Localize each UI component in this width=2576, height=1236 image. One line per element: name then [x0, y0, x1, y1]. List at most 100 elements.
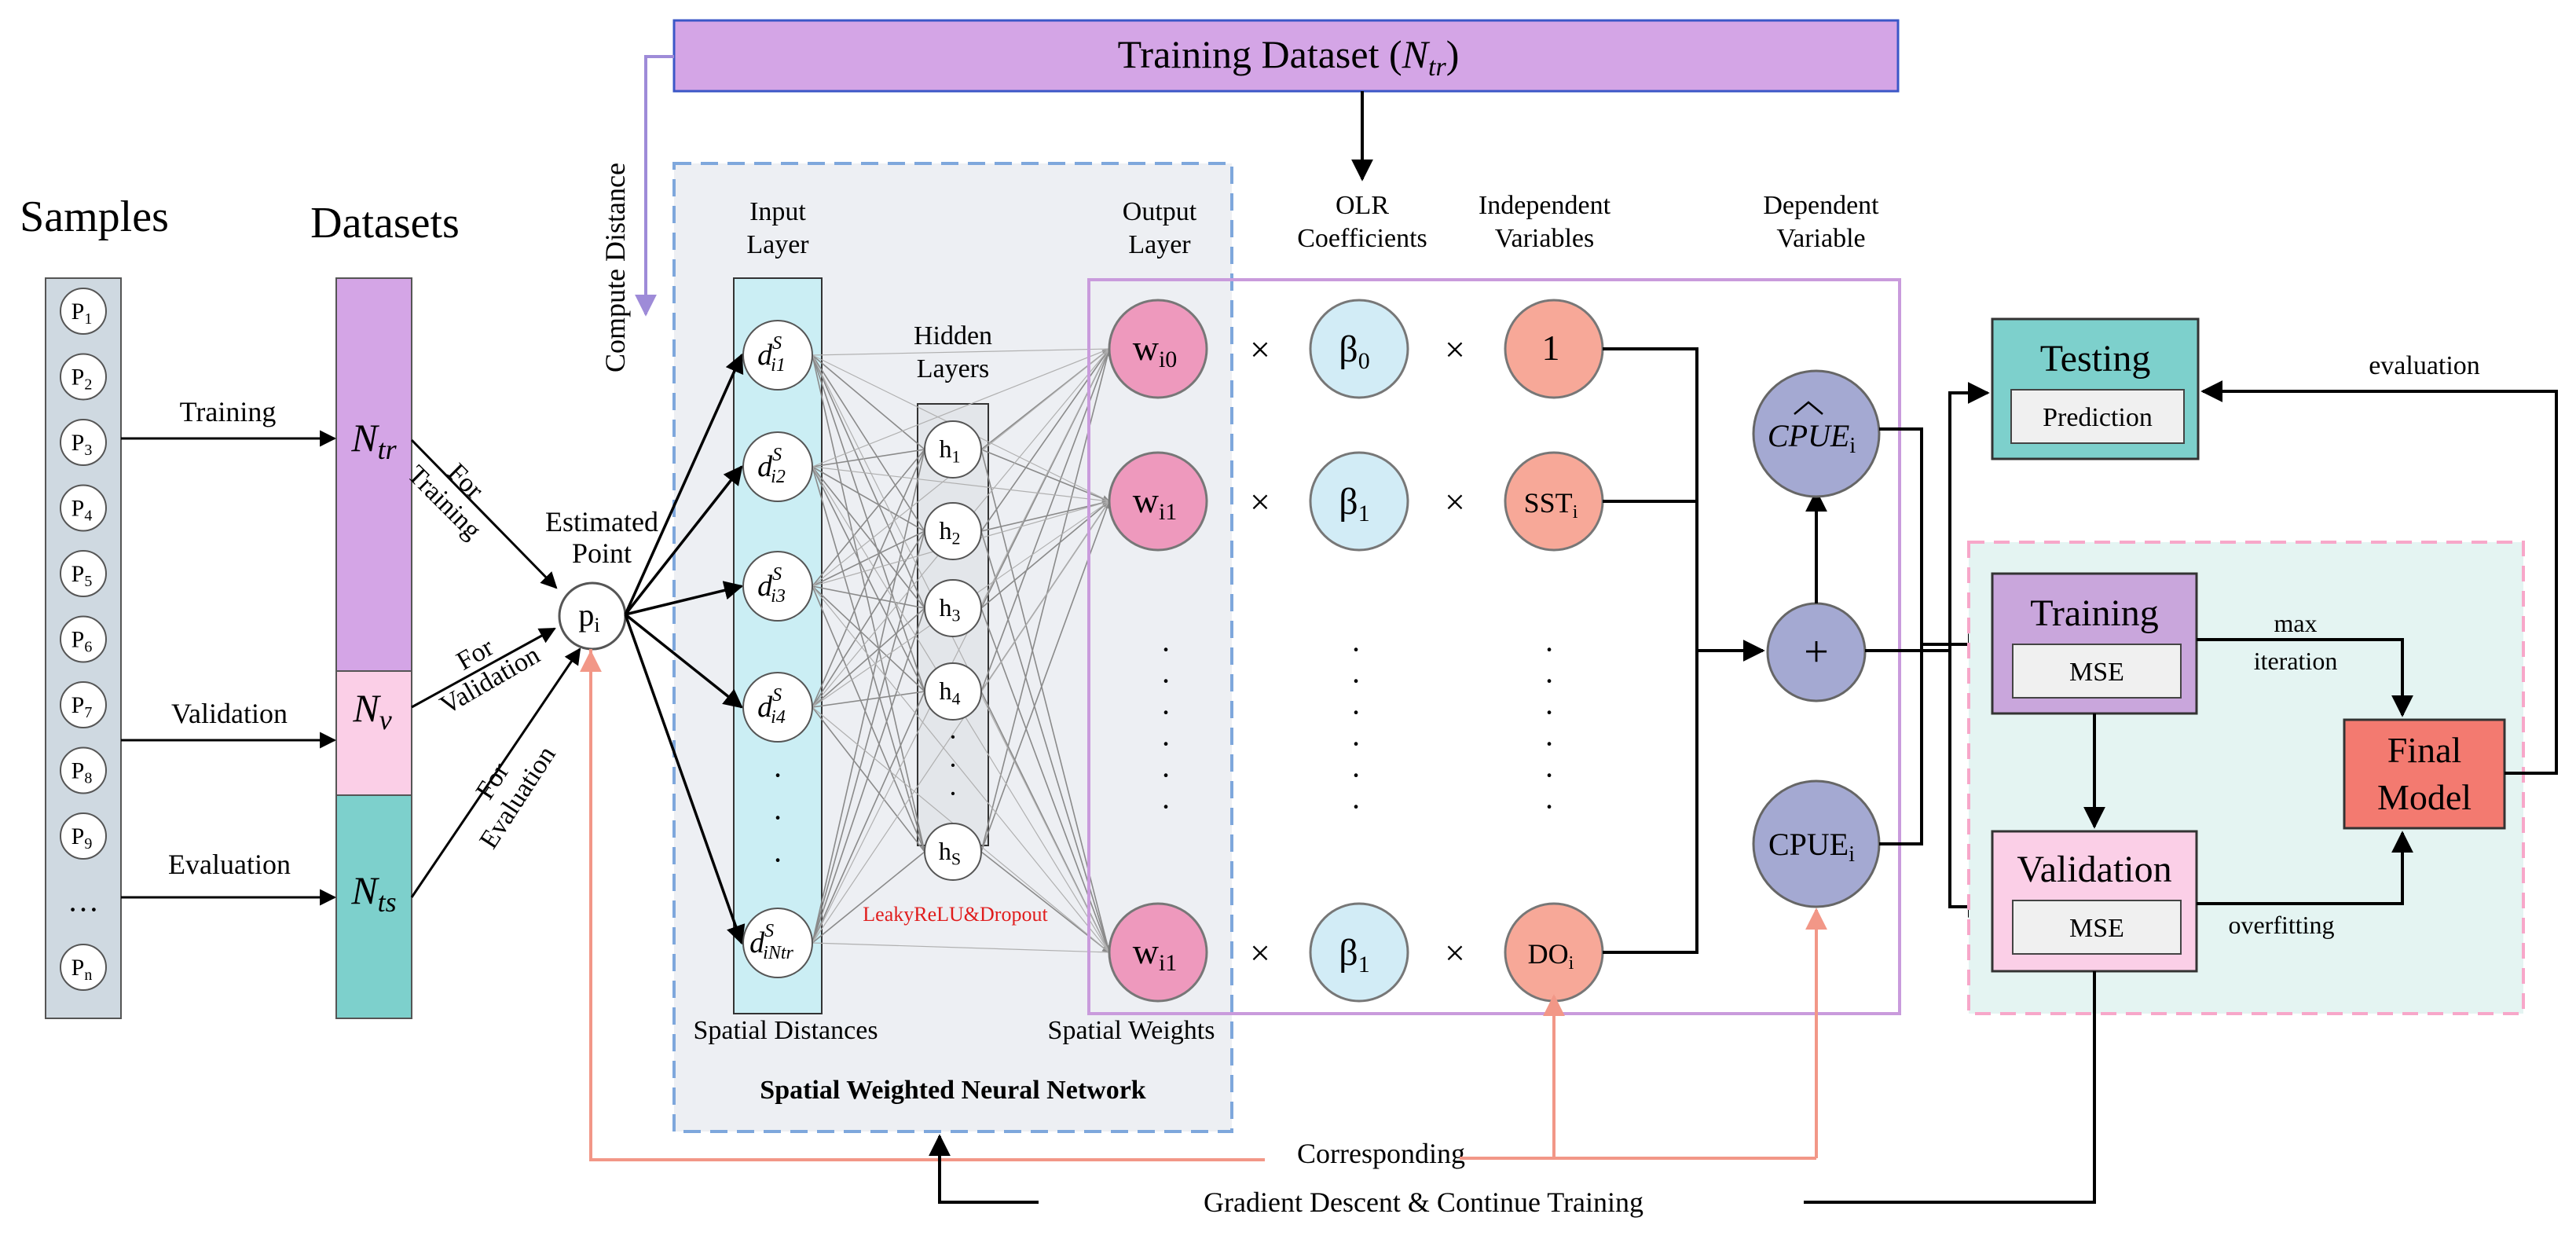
nn-connections: [812, 348, 1112, 953]
prediction-label: Prediction: [2043, 403, 2153, 432]
beta-label: β0: [1339, 328, 1369, 374]
svg-text:·: ·: [1350, 632, 1361, 667]
cpue-label: CPUEi: [1768, 827, 1855, 867]
sample-label: P3: [71, 430, 93, 459]
weight-label: wi0: [1133, 328, 1178, 372]
for-validation-label: ForValidation: [420, 614, 545, 721]
times-symbol: ×: [1250, 933, 1270, 973]
sample-label: P7: [71, 692, 93, 721]
variable-label: 1: [1542, 328, 1560, 368]
hidden-node: h2: [924, 502, 982, 560]
hidden-node: h3: [924, 579, 982, 637]
hidden-node: h1: [924, 420, 982, 479]
sample-label: P9: [71, 823, 93, 853]
sample-node: P3: [60, 419, 107, 466]
regression-row: wi0×β0×1: [1108, 299, 1604, 399]
times-symbol: ×: [1250, 482, 1270, 522]
swnn-title: Spatial Weighted Neural Network: [760, 1076, 1146, 1105]
training-mse-label: MSE: [2069, 658, 2124, 687]
input-layer-box: [733, 277, 823, 1014]
regression-ellipses: ······ ······ ······: [1160, 632, 1554, 824]
sample-node: P1: [60, 288, 107, 335]
hidden-ellipsis-2: ·: [948, 750, 958, 781]
svg-text:h1: h1: [940, 435, 961, 467]
prediction-box: [2010, 389, 2185, 444]
beta-label: β1: [1339, 932, 1369, 977]
hidden-ellipsis: ·: [948, 721, 958, 753]
cpue-out-line: [1879, 651, 1923, 845]
times-symbol: ×: [1445, 933, 1465, 973]
regression-row: wi1×β1×SSTi: [1108, 451, 1604, 552]
dataset-ntr: [335, 277, 412, 672]
svg-text:·: ·: [1160, 726, 1171, 761]
sample-node: P5: [60, 550, 107, 597]
dataset-nv: [335, 670, 412, 796]
testing-title: Testing: [2040, 338, 2151, 380]
sample-label: P2: [71, 365, 93, 394]
sample-label: P5: [71, 561, 93, 590]
sample-node: P6: [60, 615, 107, 663]
training-title: Training: [2030, 592, 2159, 634]
sample-node: P2: [60, 353, 107, 401]
datasets-title: Datasets: [310, 199, 460, 248]
svg-text:h3: h3: [940, 593, 961, 625]
svg-text:·: ·: [1544, 663, 1554, 699]
training-dataset-box: [672, 19, 1900, 93]
svg-text:·: ·: [1350, 789, 1361, 824]
validation-title: Validation: [2017, 849, 2171, 890]
evaluation-edge-label: evaluation: [2369, 351, 2480, 380]
svg-text:·: ·: [1544, 757, 1554, 793]
sample-ellipsis: …: [68, 883, 99, 919]
times-symbol: ×: [1250, 329, 1270, 369]
sample-label: P6: [71, 627, 93, 656]
iteration-label: iteration: [2254, 647, 2338, 675]
svg-text:·: ·: [1544, 632, 1554, 667]
dataset-nv-label: Nv: [352, 686, 391, 735]
hidden-node: hS: [924, 823, 982, 881]
dataset-ntr-label: Ntr: [350, 416, 397, 465]
overfitting-arrow: [2197, 831, 2413, 905]
weight-label: wi1: [1133, 931, 1178, 976]
svg-text:hS: hS: [939, 837, 961, 869]
svg-text:·: ·: [1160, 789, 1171, 824]
weight-node: [1108, 299, 1208, 399]
dataset-nts: [335, 794, 412, 1019]
weight-node: [1108, 451, 1208, 552]
svg-text:·: ·: [1160, 757, 1171, 793]
svg-text:·: ·: [1350, 663, 1361, 699]
spatial-distances-label: Spatial Distances: [693, 1016, 878, 1045]
for-validation-arrow: [411, 627, 556, 709]
variable-label: SSTi: [1524, 487, 1578, 523]
beta-node: [1309, 451, 1409, 552]
sum-bracket-1: [1603, 347, 1698, 651]
beta-label: β1: [1339, 481, 1369, 526]
validation-mse-box: [2012, 900, 2182, 955]
estimated-point-symbol: pi: [578, 597, 599, 636]
for-training-arrow: [410, 438, 558, 589]
pi-to-input-arrows: [624, 353, 746, 945]
max-label: max: [2274, 609, 2317, 637]
overfitting-label: overfitting: [2228, 911, 2334, 939]
svg-text:·: ·: [1350, 695, 1361, 730]
sample-node: P9: [60, 812, 107, 860]
cpue-hat-label: CPUEi: [1768, 418, 1856, 458]
final-model-box: [2343, 718, 2506, 830]
weight-label: wi1: [1133, 480, 1178, 525]
for-evaluation-arrow: [410, 647, 581, 898]
regression-panel: [1087, 278, 1901, 1015]
gradient-to-swnn-arrow: [929, 1134, 1039, 1204]
gradient-line: [1804, 971, 2096, 1204]
corresponding-label: Corresponding: [1297, 1138, 1465, 1169]
for-evaluation-label: ForEvaluation: [449, 724, 562, 853]
svg-text:h2: h2: [940, 516, 961, 548]
